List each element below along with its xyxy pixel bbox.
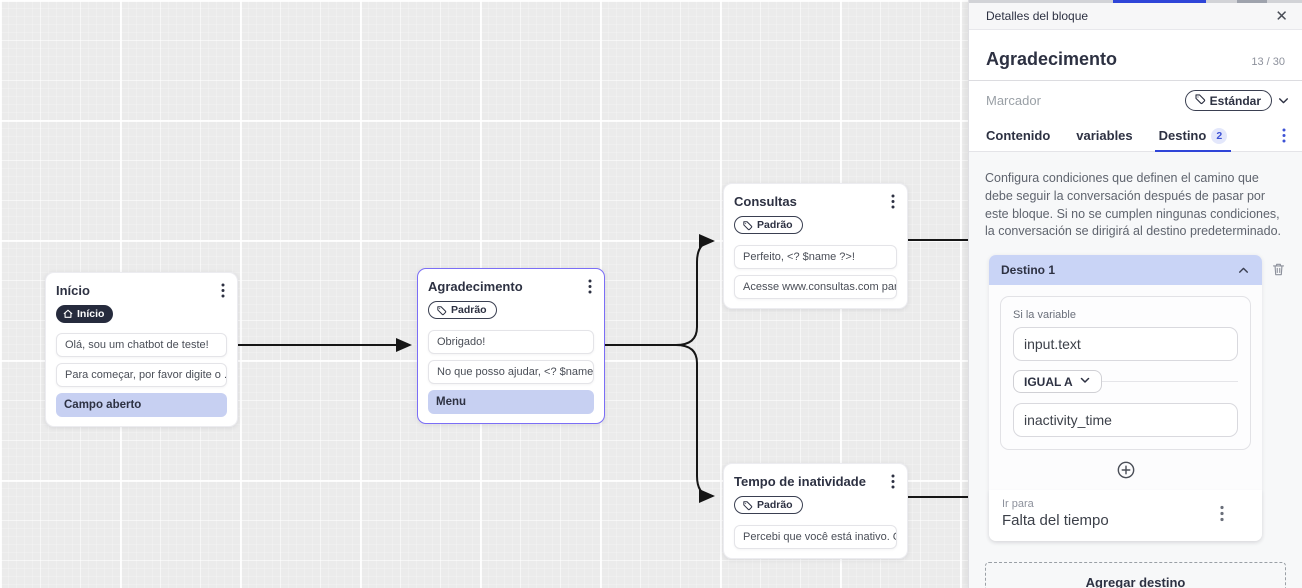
add-condition-icon[interactable] bbox=[1116, 460, 1136, 480]
destination-header[interactable]: Destino 1 bbox=[989, 255, 1262, 285]
edge-agradecimento-to-consultas bbox=[604, 234, 715, 346]
flow-canvas[interactable]: Início Início Olá, sou um chatbot de tes… bbox=[0, 0, 968, 588]
tab-label: Destino bbox=[1158, 128, 1207, 143]
marker-placeholder[interactable]: Marcador bbox=[986, 93, 1041, 108]
tag-icon bbox=[742, 500, 753, 511]
tab-label: variables bbox=[1076, 128, 1133, 143]
destino-count-badge: 2 bbox=[1211, 127, 1228, 144]
menu-row[interactable]: Menu bbox=[428, 389, 594, 414]
condition-label: Si la variable bbox=[1013, 309, 1076, 321]
node-menu-icon[interactable] bbox=[889, 474, 897, 489]
message-row[interactable]: Obrigado! bbox=[428, 329, 594, 354]
destination-header-label: Destino 1 bbox=[1001, 263, 1056, 277]
message-row[interactable]: Perfeito, <? $name ?>! bbox=[734, 244, 897, 269]
node-menu-icon[interactable] bbox=[889, 194, 897, 209]
close-icon[interactable]: ✕ bbox=[1275, 7, 1288, 25]
standard-badge: Padrão bbox=[428, 301, 497, 319]
go-to-value: Falta del tiempo bbox=[1002, 512, 1109, 529]
tag-icon bbox=[1194, 93, 1206, 108]
node-title: Início bbox=[56, 283, 90, 298]
tabs-menu-icon[interactable] bbox=[1280, 128, 1288, 143]
node-title: Agradecimento bbox=[428, 279, 523, 294]
tag-icon bbox=[436, 305, 447, 316]
message-row[interactable]: Acesse www.consultas.com par... bbox=[734, 274, 897, 299]
badge-label: Padrão bbox=[757, 499, 793, 511]
chevron-up-icon[interactable] bbox=[1237, 264, 1250, 277]
node-menu-icon[interactable] bbox=[219, 283, 227, 298]
standard-badge: Padrão bbox=[734, 496, 803, 514]
badge-label: Início bbox=[77, 308, 105, 320]
node-title: Tempo de inatividade bbox=[734, 474, 866, 489]
node-inicio[interactable]: Início Início Olá, sou um chatbot de tes… bbox=[45, 272, 238, 427]
char-counter: 13 / 30 bbox=[1251, 56, 1285, 68]
go-to-section[interactable]: Ir para Falta del tiempo bbox=[989, 490, 1262, 541]
condition-variable-input[interactable] bbox=[1013, 327, 1238, 361]
node-agradecimento[interactable]: Agradecimento Padrão Obrigado! No que po… bbox=[417, 268, 605, 424]
condition-box: Si la variable IGUAL A bbox=[1000, 296, 1251, 450]
edge-agradecimento-to-tempo bbox=[604, 344, 715, 503]
tab-label: Contenido bbox=[986, 128, 1051, 143]
operator-select[interactable]: IGUAL A bbox=[1013, 370, 1102, 393]
operator-divider bbox=[1013, 381, 1238, 382]
badge-label: Padrão bbox=[757, 219, 793, 231]
standard-badge: Padrão bbox=[734, 216, 803, 234]
panel-tabs: Contenido variables Destino 2 bbox=[969, 120, 1302, 152]
condition-value-input[interactable] bbox=[1013, 403, 1238, 437]
message-row[interactable]: Olá, sou um chatbot de teste! bbox=[56, 333, 227, 357]
operator-label: IGUAL A bbox=[1024, 374, 1073, 389]
marker-type-pill[interactable]: Estándar bbox=[1184, 90, 1272, 111]
top-strip-blue-segment bbox=[1113, 0, 1206, 3]
chevron-down-icon[interactable] bbox=[1277, 94, 1290, 107]
open-field-row[interactable]: Campo aberto bbox=[56, 393, 227, 417]
home-icon bbox=[63, 309, 73, 319]
tab-destino[interactable]: Destino 2 bbox=[1154, 120, 1231, 152]
add-destination-button[interactable]: Agregar destino bbox=[985, 562, 1286, 588]
delete-destination-icon[interactable] bbox=[1271, 261, 1286, 277]
destination-card: Destino 1 Si la variable IGUAL A bbox=[989, 255, 1262, 541]
message-row[interactable]: Percebi que você está inativo. C... bbox=[734, 524, 897, 549]
panel-top-strip bbox=[969, 0, 1302, 3]
node-title: Consultas bbox=[734, 194, 797, 209]
chevron-down-icon bbox=[1079, 374, 1091, 389]
message-row[interactable]: Para começar, por favor digite o ... bbox=[56, 363, 227, 387]
tab-contenido[interactable]: Contenido bbox=[986, 120, 1050, 151]
tag-icon bbox=[742, 220, 753, 231]
destination-description: Configura condiciones que definen el cam… bbox=[985, 171, 1281, 239]
start-badge: Início bbox=[56, 305, 114, 323]
node-tempo-inatividade[interactable]: Tempo de inatividade Padrão Percebi que … bbox=[723, 463, 908, 559]
block-name[interactable]: Agradecimento bbox=[986, 49, 1118, 69]
go-to-menu-icon[interactable] bbox=[1218, 505, 1226, 522]
node-menu-icon[interactable] bbox=[586, 279, 594, 294]
block-details-panel: Detalles del bloque ✕ Agradecimento 13 /… bbox=[968, 0, 1302, 588]
tab-variables[interactable]: variables bbox=[1076, 120, 1132, 151]
message-row[interactable]: No que posso ajudar, <? $name ... bbox=[428, 359, 594, 384]
marker-type-label: Estándar bbox=[1209, 93, 1261, 108]
node-consultas[interactable]: Consultas Padrão Perfeito, <? $name ?>! … bbox=[723, 183, 908, 309]
top-strip-gray-segment bbox=[1237, 0, 1267, 3]
badge-label: Padrão bbox=[451, 304, 487, 316]
panel-title: Detalles del bloque bbox=[986, 9, 1089, 23]
go-to-label: Ir para bbox=[1002, 498, 1034, 510]
